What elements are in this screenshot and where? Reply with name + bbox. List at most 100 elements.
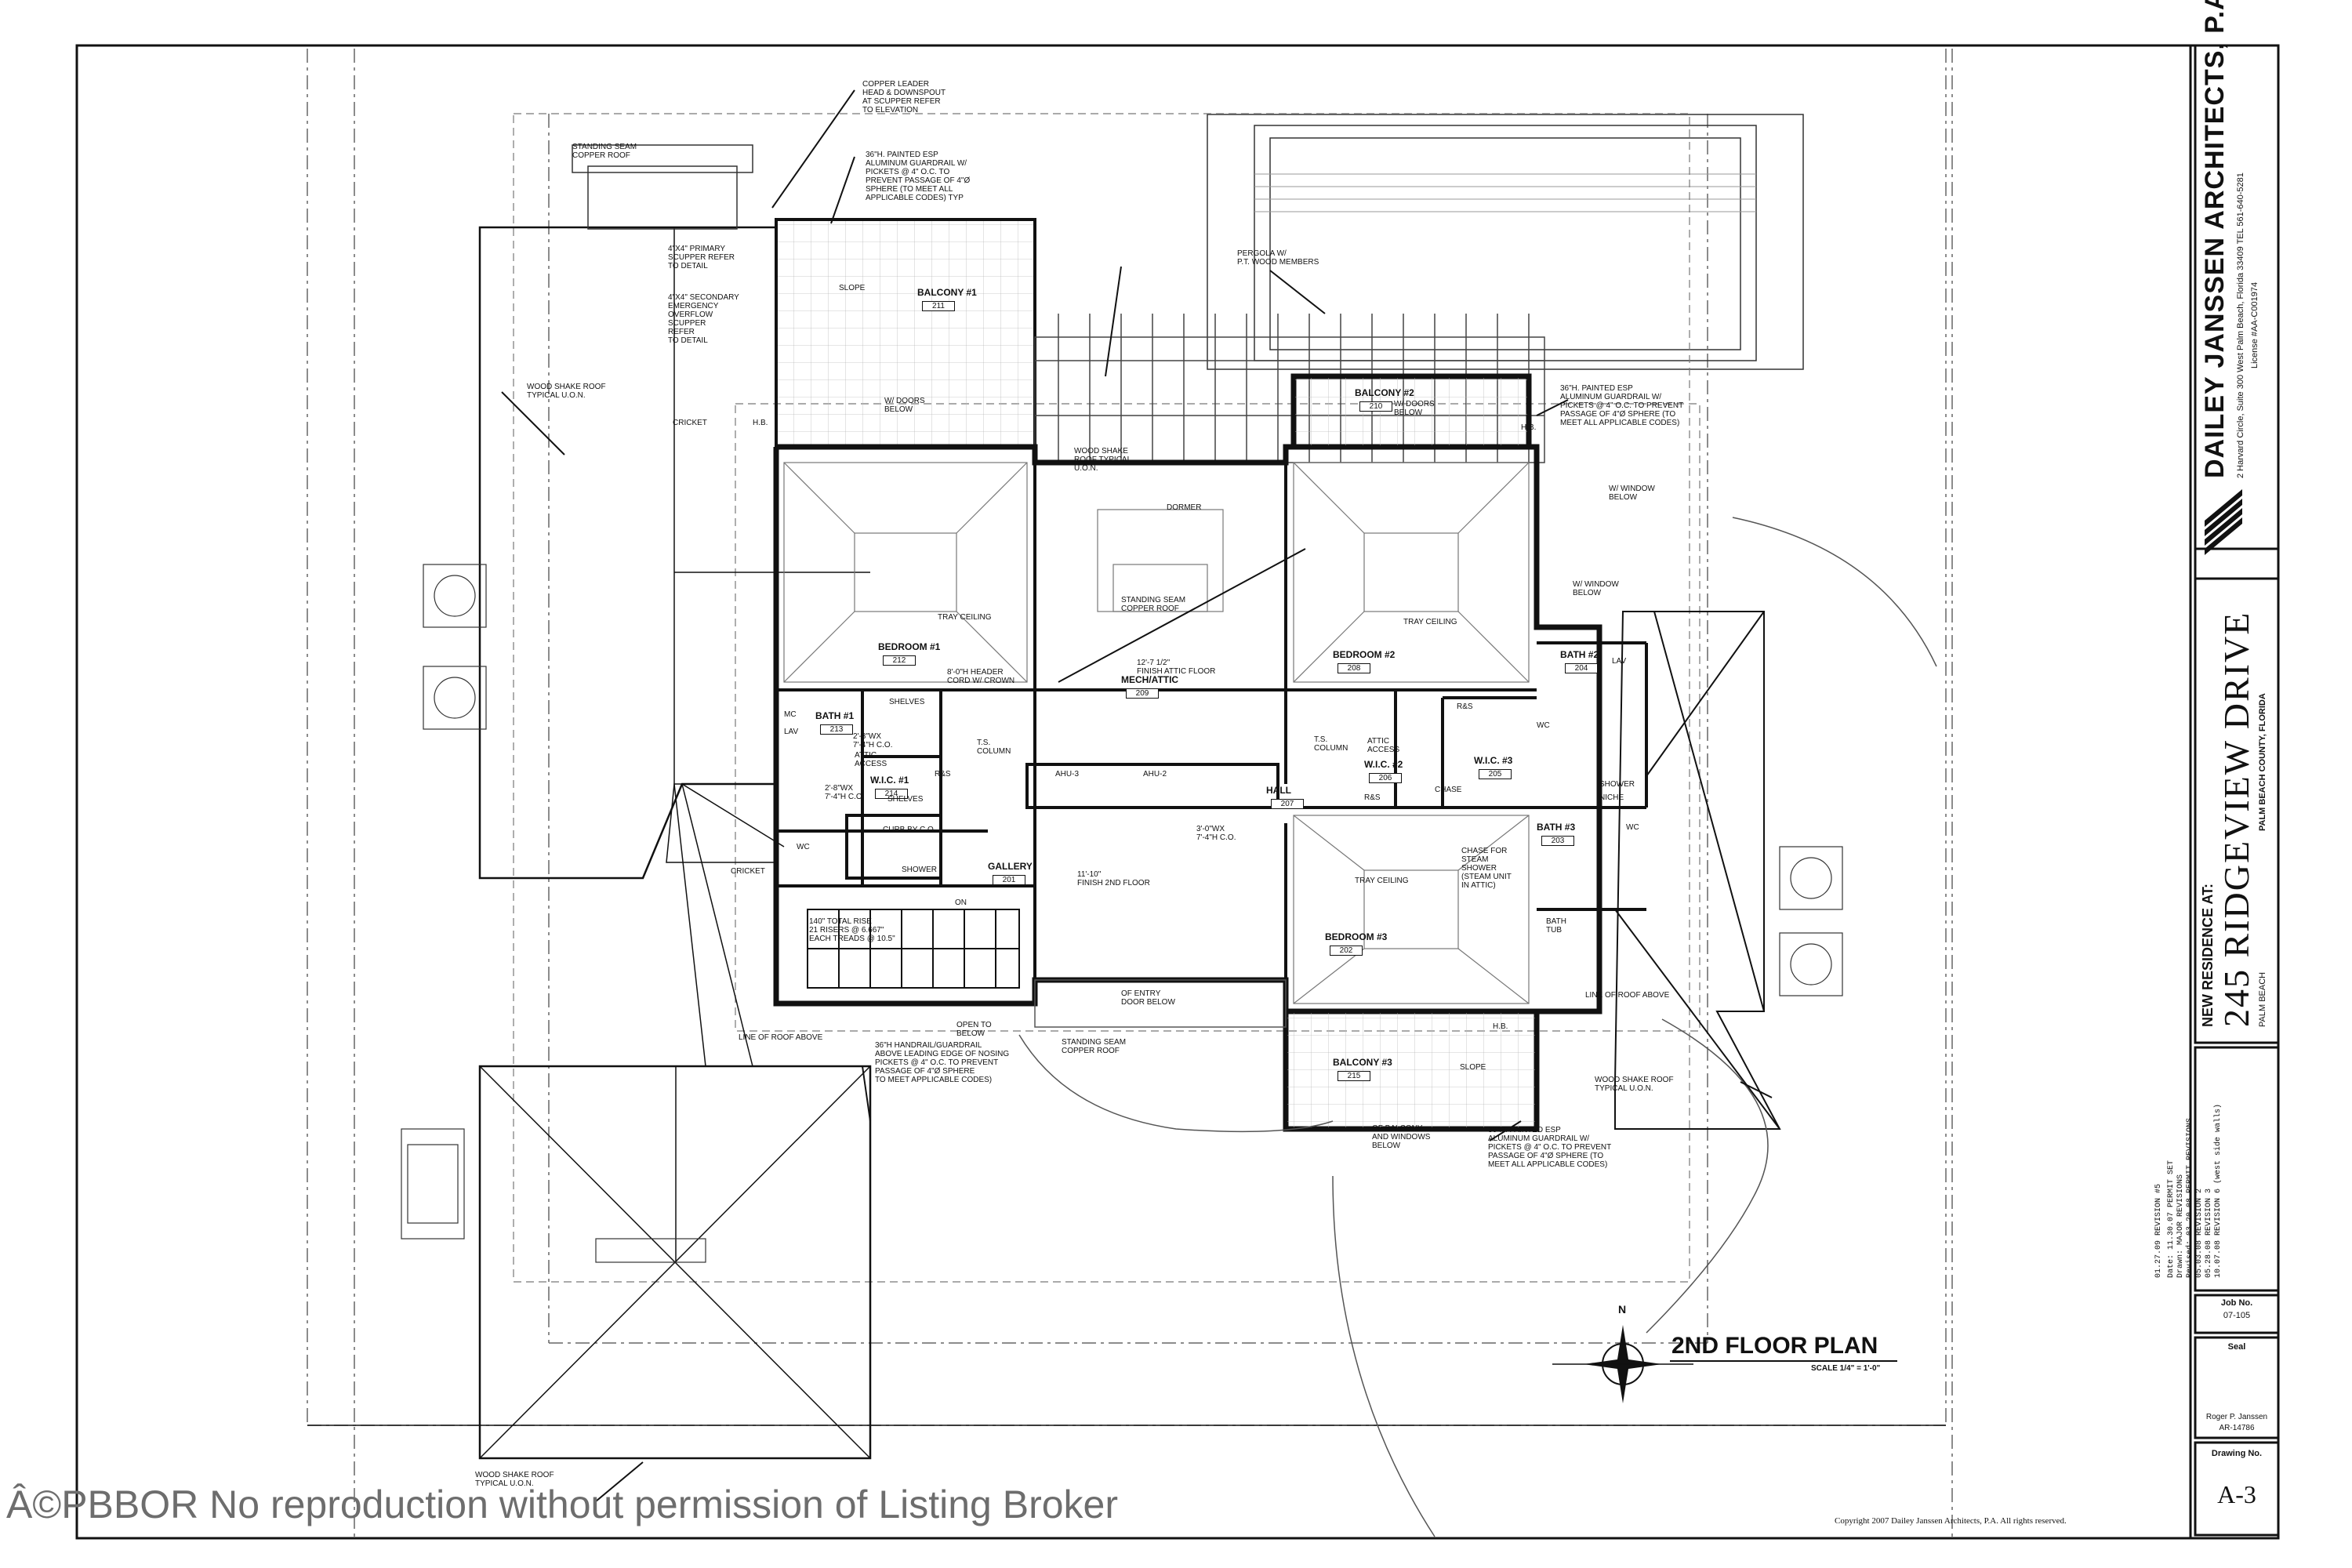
note-cricket-1: CRICKET <box>673 419 707 427</box>
room-number: 206 <box>1369 773 1402 783</box>
note-wood-shake-4: WOOD SHAKE ROOF TYPICAL U.O.N. <box>475 1471 554 1488</box>
seal-name: Roger P. Janssen <box>2205 1413 2268 1421</box>
note-wood-shake-3: WOOD SHAKE ROOF TYPICAL U.O.N. <box>1595 1076 1674 1093</box>
project-prefix: NEW RESIDENCE AT: <box>2200 883 2216 1027</box>
copyright: Copyright 2007 Dailey Janssen Architects… <box>1835 1516 2067 1526</box>
project-county: PALM BEACH COUNTY, FLORIDA <box>2258 693 2267 831</box>
note-ahu-2: AHU-2 <box>1143 770 1167 779</box>
note-primary-scupper: 4"X4" PRIMARY SCUPPER REFER TO DETAIL <box>668 245 735 270</box>
note-wood-shake-2: WOOD SHAKE ROOF TYPICAL U.O.N. <box>1074 447 1132 473</box>
note-hb-1: H.B. <box>753 419 768 427</box>
note-window-below-2: W/ WINDOW BELOW <box>1573 580 1619 597</box>
room-number: 205 <box>1479 769 1512 779</box>
room-name: GALLERY <box>988 861 1033 872</box>
seal-number: AR-14786 <box>2219 1424 2255 1432</box>
note-roof-above-2: LINE OF ROOF ABOVE <box>1585 991 1670 1000</box>
note-copper-roof-2: STANDING SEAM COPPER ROOF <box>1121 596 1186 613</box>
note-closet-2: 2'-8"WX 7'-4"H C.O. <box>825 784 865 801</box>
revision-line: Drawn: MAJOR REVISIONS <box>2176 1174 2185 1278</box>
room-name: BEDROOM #3 <box>1325 931 1388 942</box>
room-number: 210 <box>1359 401 1392 412</box>
note-shelves-1: SHELVES <box>889 698 925 706</box>
room-name: HALL <box>1266 785 1291 796</box>
note-guardrail-1: 36"H. PAINTED ESP ALUMINUM GUARDRAIL W/ … <box>866 151 971 202</box>
room-number: 201 <box>993 875 1025 885</box>
note-closet-3: 3'-0"WX 7'-4"H C.O. <box>1196 825 1236 842</box>
room-number: 212 <box>883 655 916 666</box>
note-mc: MC <box>784 710 797 719</box>
note-wc-2: WC <box>1537 721 1550 730</box>
note-dormer: DORMER <box>1167 503 1202 512</box>
firm-license: License #AA-C001974 <box>2250 281 2259 368</box>
note-roof-above-1: LINE OF ROOF ABOVE <box>739 1033 823 1042</box>
note-guardrail-3: 36"H. PAINTED ESP ALUMINUM GUARDRAIL W/ … <box>1488 1126 1612 1169</box>
revision-line: 10.07.08 REVISION 6 (west side walls) <box>2214 1103 2223 1278</box>
note-on: ON <box>955 898 967 907</box>
note-leader: COPPER LEADER HEAD & DOWNSPOUT AT SCUPPE… <box>862 80 946 114</box>
room-number: 207 <box>1271 799 1304 809</box>
note-guardrail-2: 36"H. PAINTED ESP ALUMINUM GUARDRAIL W/ … <box>1560 384 1684 427</box>
room-number: 203 <box>1541 836 1574 846</box>
revision-line: Date: 11.30.07 PERMIT SET <box>2167 1160 2176 1278</box>
note-rise: 140" TOTAL RISE 21 RISERS @ 6.667" EACH … <box>809 917 895 943</box>
job-label: Job No. <box>2220 1298 2253 1308</box>
north-label: N <box>1618 1303 1627 1316</box>
note-handrail: 36"H HANDRAIL/GUARDRAIL ABOVE LEADING ED… <box>875 1041 1010 1084</box>
revision-line: Revised: 03.20.08 PERMIT REVISIONS <box>2186 1117 2194 1278</box>
note-balcony-windows: OF BALCONY AND WINDOWS BELOW <box>1372 1124 1431 1150</box>
firm-name: DAILEY JANSSEN ARCHITECTS, P.A. <box>2200 0 2230 478</box>
job-number: 07-105 <box>2223 1311 2251 1320</box>
room-name: MECH/ATTIC <box>1121 674 1179 685</box>
note-lav-2: LAV <box>1612 657 1627 666</box>
room-name: BEDROOM #1 <box>878 641 941 652</box>
note-ahu-1: AHU-3 <box>1055 770 1080 779</box>
note-lav-1: LAV <box>784 728 799 736</box>
note-shelves-2: SHELVES <box>887 795 924 804</box>
note-cricket-2: CRICKET <box>731 867 765 876</box>
drawing-label: Drawing No. <box>2211 1449 2263 1458</box>
note-doors-below-1: W/ DOORS BELOW <box>884 397 925 414</box>
note-tray-3: TRAY CEILING <box>1355 877 1409 885</box>
note-curb: CURB BY C.O. <box>883 826 936 834</box>
note-second-floor: 11'-10" finish 2nd floor <box>1077 870 1150 887</box>
room-number: 202 <box>1330 946 1363 956</box>
drawing-number: A-3 <box>2217 1480 2256 1508</box>
note-copper-roof-1: STANDING SEAM COPPER ROOF <box>572 143 637 160</box>
note-slope-1: SLOPE <box>839 284 866 292</box>
north-arrow-graphic <box>1552 1325 1693 1403</box>
room-number: 213 <box>820 724 853 735</box>
room-number: 204 <box>1565 663 1598 673</box>
note-hb-3: H.B. <box>1493 1022 1508 1031</box>
firm-logo-graphic <box>2205 489 2242 555</box>
room-name: BATH #3 <box>1537 822 1576 833</box>
firm-address: 2 Harvard Circle, Suite 300 West Palm Be… <box>2236 172 2245 478</box>
note-rs-2: R&S <box>1457 702 1473 711</box>
revision-latest: 01.27.09 REVISION #5 <box>2154 1183 2163 1278</box>
note-niche: NICHE <box>1599 793 1624 802</box>
note-bath-tub: BATH TUB <box>1546 917 1566 935</box>
room-name: BALCONY #1 <box>917 287 977 298</box>
note-hb-2: H.B. <box>1521 423 1537 432</box>
note-header: 8'-0"H HEADER CORD W/ CROWN <box>947 668 1015 685</box>
room-name: W.I.C. #1 <box>870 775 909 786</box>
room-name: BALCONY #2 <box>1355 387 1414 398</box>
note-column-2: T.S. COLUMN <box>1314 735 1348 753</box>
note-rs-3: R&S <box>1364 793 1381 802</box>
watermark: Â©PBBOR No reproduction without permissi… <box>6 1483 1119 1526</box>
room-number: 214 <box>875 789 908 799</box>
room-name: BATH #1 <box>815 710 855 721</box>
note-open-below: OPEN TO BELOW <box>956 1021 992 1038</box>
note-tray-1: TRAY CEILING <box>938 613 992 622</box>
note-wc-3: WC <box>1626 823 1639 832</box>
note-attic-access-2: ATTIC ACCESS <box>1367 737 1400 754</box>
room-number: 215 <box>1338 1071 1370 1081</box>
note-shower-2: SHOWER <box>1599 780 1635 789</box>
project-city: PALM BEACH <box>2258 971 2267 1027</box>
note-closet-1: 2'-8"WX 7'-4"H C.O. <box>853 732 893 750</box>
note-doors-below-2: W/ DOORS BELOW <box>1394 400 1435 417</box>
room-name: W.I.C. #2 <box>1364 759 1403 770</box>
plan-scale: SCALE 1/4" = 1'-0" <box>1811 1364 1881 1373</box>
note-copper-roof-3: STANDING SEAM COPPER ROOF <box>1062 1038 1127 1055</box>
